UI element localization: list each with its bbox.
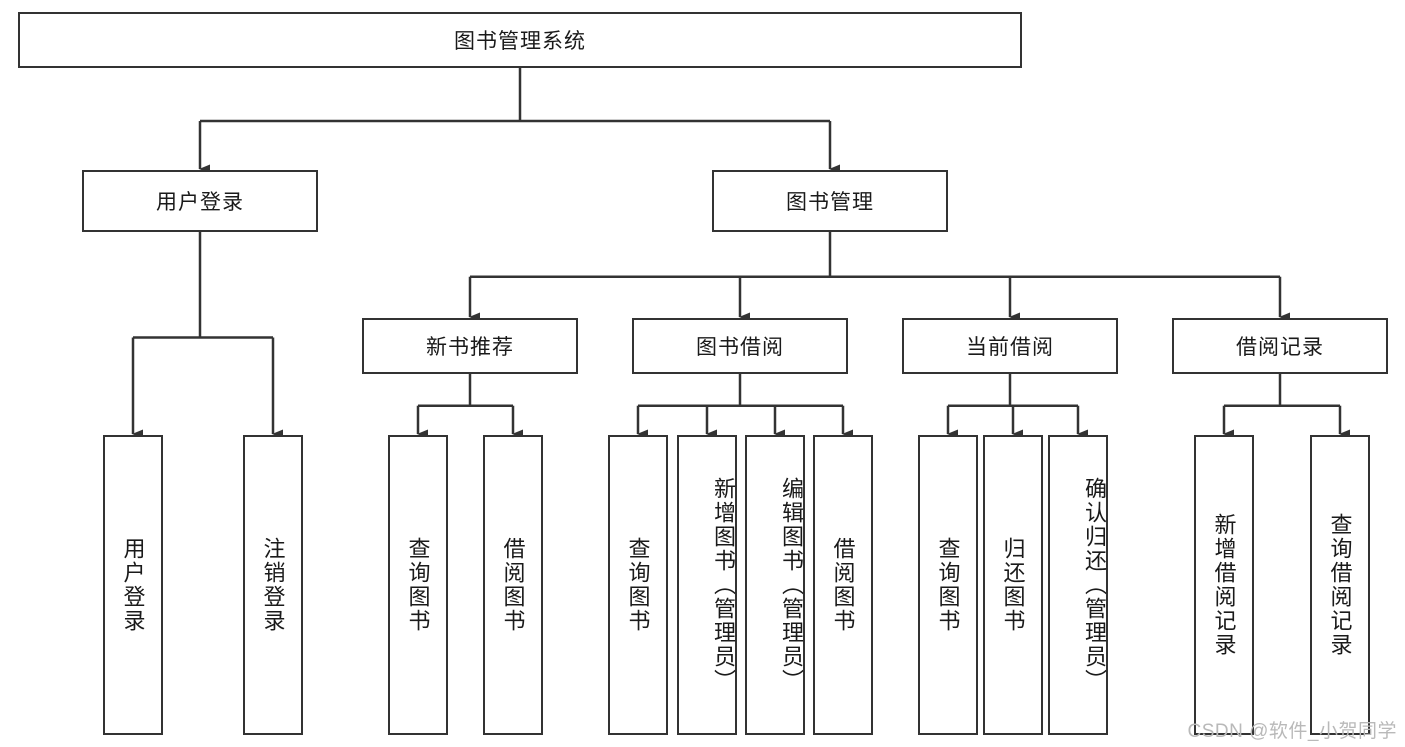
node-book-borrow[interactable]: 图书借阅: [632, 318, 848, 374]
node-book-manage[interactable]: 图书管理: [712, 170, 948, 232]
node-label: 新增图书（管理员）: [711, 477, 736, 693]
node-leaf-add-book[interactable]: 新增图书（管理员）: [677, 435, 737, 735]
node-label: 图书借阅: [696, 336, 784, 359]
edges: [131, 68, 1350, 439]
node-user-login[interactable]: 用户登录: [82, 170, 318, 232]
node-leaf-query-book-1[interactable]: 查询图书: [388, 435, 448, 735]
node-label: 编辑图书（管理员）: [779, 477, 804, 693]
node-new-book-rec[interactable]: 新书推荐: [362, 318, 578, 374]
node-leaf-add-record[interactable]: 新增借阅记录: [1194, 435, 1254, 735]
node-leaf-logout[interactable]: 注销登录: [243, 435, 303, 735]
node-leaf-borrow-book-2[interactable]: 借阅图书: [813, 435, 873, 735]
node-label: 查询图书: [405, 537, 431, 633]
node-leaf-edit-book[interactable]: 编辑图书（管理员）: [745, 435, 805, 735]
node-leaf-query-record[interactable]: 查询借阅记录: [1310, 435, 1370, 735]
node-label: 确认归还（管理员）: [1082, 477, 1107, 693]
node-label: 查询图书: [625, 537, 651, 633]
node-label: 归还图书: [1000, 537, 1026, 633]
node-leaf-confirm-return[interactable]: 确认归还（管理员）: [1048, 435, 1108, 735]
node-leaf-user-login[interactable]: 用户登录: [103, 435, 163, 735]
node-label: 图书管理: [786, 191, 874, 214]
node-label: 用户登录: [156, 191, 244, 214]
node-leaf-query-book-2[interactable]: 查询图书: [608, 435, 668, 735]
node-label: 新增借阅记录: [1211, 513, 1237, 657]
node-label: 借阅图书: [500, 537, 526, 633]
node-current-borrow[interactable]: 当前借阅: [902, 318, 1118, 374]
node-label: 借阅图书: [830, 537, 856, 633]
node-label: 查询图书: [935, 537, 961, 633]
node-label: 当前借阅: [966, 336, 1054, 359]
node-root[interactable]: 图书管理系统: [18, 12, 1022, 68]
node-label: 图书管理系统: [454, 30, 586, 53]
node-label: 查询借阅记录: [1327, 513, 1353, 657]
node-leaf-return-book[interactable]: 归还图书: [983, 435, 1043, 735]
node-label: 借阅记录: [1236, 336, 1324, 359]
node-borrow-record[interactable]: 借阅记录: [1172, 318, 1388, 374]
node-leaf-query-book-3[interactable]: 查询图书: [918, 435, 978, 735]
node-label: 新书推荐: [426, 336, 514, 359]
node-label: 用户登录: [120, 537, 146, 633]
node-label: 注销登录: [260, 537, 286, 633]
node-leaf-borrow-book-1[interactable]: 借阅图书: [483, 435, 543, 735]
